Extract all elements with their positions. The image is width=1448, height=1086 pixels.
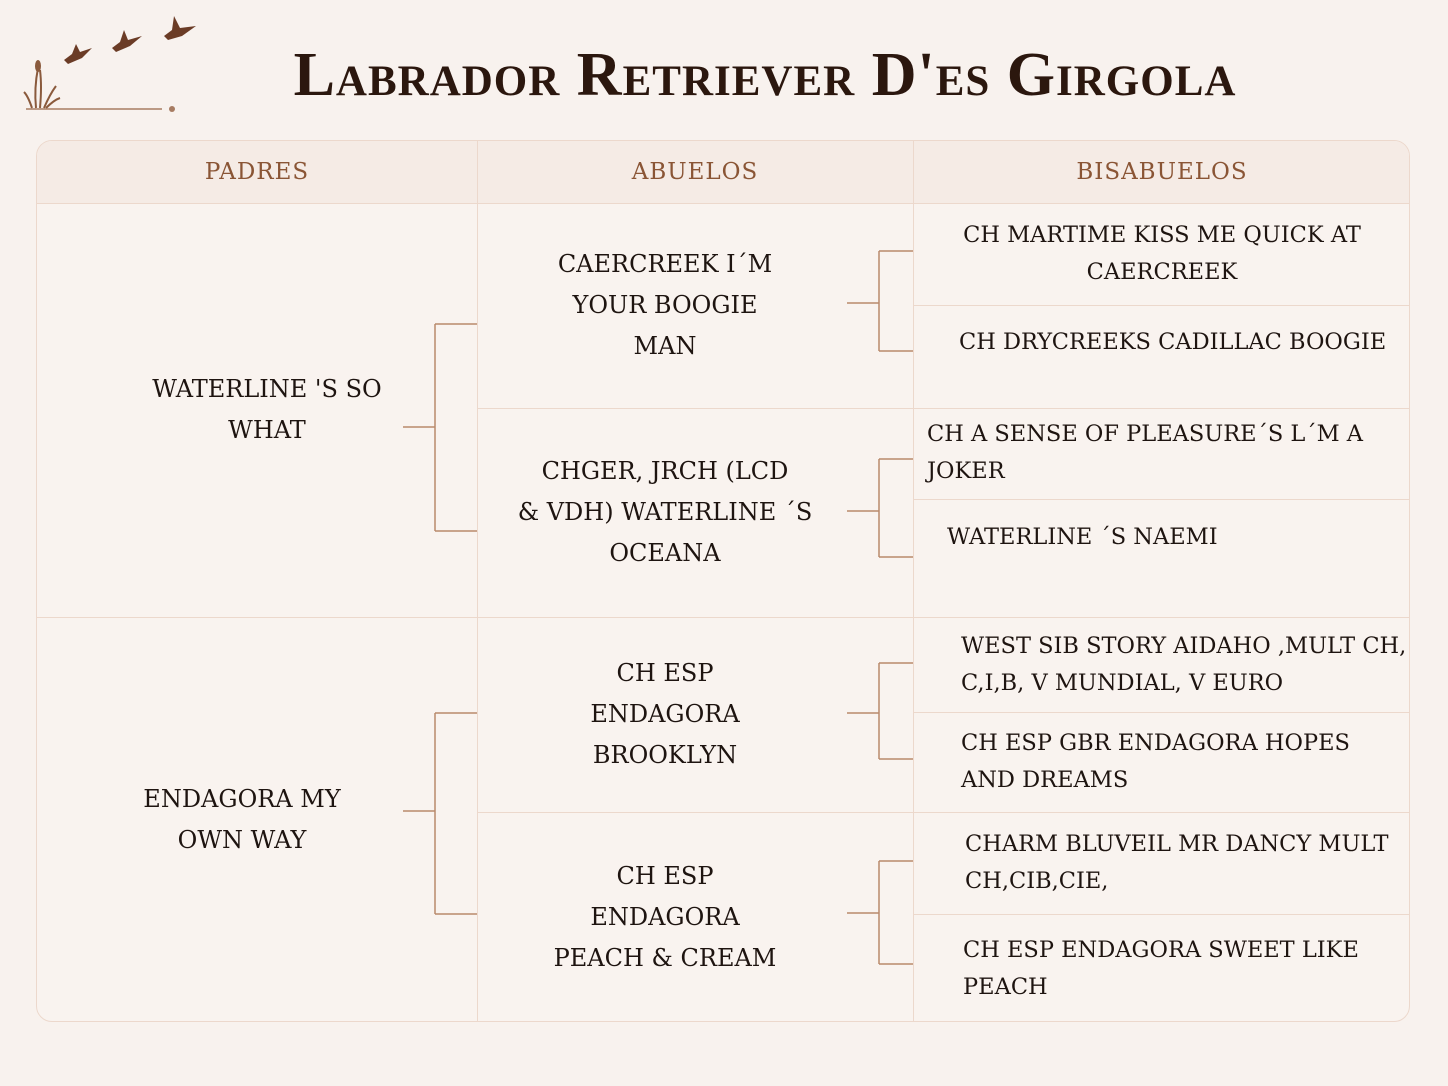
great-grandparent: WEST SIB STORY AIDAHO ,MULT CH, C,I,B, V… — [913, 617, 1409, 712]
name-line: CH, C,I,B, V MUNDIAL, V EURO — [961, 632, 1407, 696]
grandparent: CAERCREEK I´M YOUR BOOGIE MAN — [477, 203, 853, 408]
name-line: WEST SIB STORY AIDAHO ,MULT — [961, 632, 1356, 659]
connector-grandparent-2 — [847, 458, 913, 558]
name-line: WATERLINE 'S SO — [152, 375, 382, 403]
connector-grandparent-3 — [847, 662, 913, 760]
pedigree-table: PADRES ABUELOS BISABUELOS WATERLINE 'S S… — [36, 140, 1410, 1022]
name-line: CH DRYCREEKS CADILLAC BOOGIE — [959, 329, 1387, 355]
name-line: CH,CIB,CIE, — [965, 868, 1109, 894]
grandparent: CH ESP ENDAGORA PEACH & CREAM — [477, 812, 853, 1021]
column-header-grandparents: ABUELOS — [631, 159, 759, 185]
name-line: CAERCREEK I´M — [557, 250, 773, 278]
connector-grandparent-1 — [847, 250, 913, 352]
row-divider — [913, 712, 1409, 713]
column-header-parents: PADRES — [204, 159, 310, 185]
name-line: BROOKLYN — [592, 741, 738, 769]
name-line: CHARM BLUVEIL MR DANCY MULT — [965, 831, 1389, 857]
table-header: PADRES ABUELOS BISABUELOS — [37, 141, 1409, 204]
great-grandparent: CHARM BLUVEIL MR DANCY MULT CH,CIB,CIE, — [913, 812, 1409, 914]
name-line: CH ESP GBR ENDAGORA HOPES AND — [961, 730, 1350, 793]
row-divider — [913, 499, 1409, 500]
column-divider — [913, 141, 914, 1021]
name-line: OWN WAY — [177, 826, 307, 854]
name-line: ENDAGORA MY — [143, 785, 341, 813]
column-divider — [477, 141, 478, 1021]
column-header-great-grandparents: BISABUELOS — [1076, 159, 1248, 185]
grandparent: CH ESP ENDAGORA BROOKLYN — [477, 617, 853, 812]
name-line: OCEANA — [609, 539, 721, 567]
connector-parent-2 — [403, 712, 477, 915]
name-line: CAERCREEK — [1086, 259, 1238, 285]
name-line: CHGER, JRCH (LCD — [541, 457, 789, 485]
name-line: PEACH — [963, 973, 1048, 1000]
name-line: CH MARTIME KISS ME QUICK AT — [963, 222, 1361, 248]
name-line: ENDAGORA — [590, 700, 740, 728]
ducks-logo-icon — [23, 16, 196, 112]
great-grandparent: CH ESP ENDAGORA SWEET LIKE PEACH — [913, 914, 1409, 1021]
name-line: PEACH & CREAM — [553, 944, 777, 972]
name-line: MAN — [633, 332, 697, 360]
name-line: CH ESP ENDAGORA SWEET LIKE — [963, 936, 1359, 963]
great-grandparent: CH MARTIME KISS ME QUICK AT CAERCREEK — [913, 203, 1409, 305]
name-line: CH A SENSE OF PLEASURE´S L´M A JOKER — [927, 421, 1364, 484]
connector-grandparent-4 — [847, 860, 913, 965]
name-line: ENDAGORA — [590, 903, 740, 931]
great-grandparent: CH DRYCREEKS CADILLAC BOOGIE — [913, 305, 1409, 380]
name-line: DREAMS — [1022, 767, 1129, 793]
name-line: CH ESP — [616, 659, 714, 687]
name-line: CH ESP — [616, 862, 714, 890]
parent-dam: ENDAGORA MY OWN WAY — [77, 617, 407, 1021]
page-title: Labrador Retriever D'es Girgola — [293, 41, 1237, 109]
row-divider — [477, 812, 1409, 813]
parent-sire: WATERLINE 'S SO WHAT — [97, 203, 437, 617]
great-grandparent: CH A SENSE OF PLEASURE´S L´M A JOKER — [913, 408, 1409, 498]
great-grandparent: CH ESP GBR ENDAGORA HOPES AND DREAMS — [913, 712, 1409, 812]
name-line: WHAT — [228, 416, 306, 444]
name-line: & VDH) WATERLINE ´S — [517, 498, 813, 526]
row-divider — [913, 305, 1409, 306]
row-divider — [37, 617, 1409, 618]
name-line: WATERLINE ´S NAEMI — [947, 523, 1218, 550]
name-line: YOUR BOOGIE — [572, 291, 758, 319]
row-divider — [913, 914, 1409, 915]
grandparent: CHGER, JRCH (LCD & VDH) WATERLINE ´S OCE… — [477, 408, 853, 617]
row-divider — [477, 408, 1409, 409]
great-grandparent: WATERLINE ´S NAEMI — [913, 499, 1409, 575]
